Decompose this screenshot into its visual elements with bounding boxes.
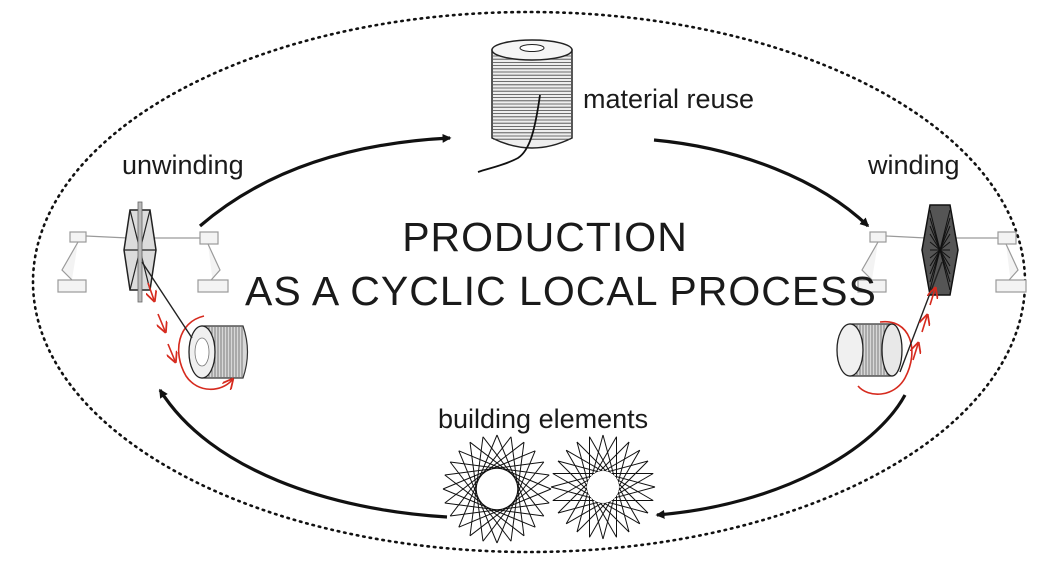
label-winding: winding	[868, 150, 960, 180]
arrow-reuse-to-winding	[653, 138, 870, 228]
label-material-reuse: material reuse	[583, 84, 755, 114]
unwinding-direction-arrows	[148, 282, 175, 361]
fiber-star-element-icon-2	[550, 434, 656, 540]
fiber-roll-icon	[141, 261, 249, 389]
arrow-elements-to-unwinding	[158, 388, 448, 519]
fiber-star-element-icon	[442, 434, 552, 544]
label-building-elements: building elements	[438, 404, 649, 434]
arrow-winding-to-elements	[655, 394, 907, 519]
label-unwinding: unwinding	[122, 150, 244, 180]
thread-spool-icon	[477, 39, 573, 173]
arrow-unwinding-to-reuse	[198, 133, 452, 228]
diagram-title-line-1: PRODUCTION	[402, 214, 688, 260]
diagram-title-line-2: AS A CYCLIC LOCAL PROCESS	[245, 268, 877, 314]
winding-direction-arrows	[913, 289, 935, 361]
winding-robot-frame-icon	[857, 204, 1027, 296]
unwinding-robot-frame-icon	[57, 201, 229, 303]
